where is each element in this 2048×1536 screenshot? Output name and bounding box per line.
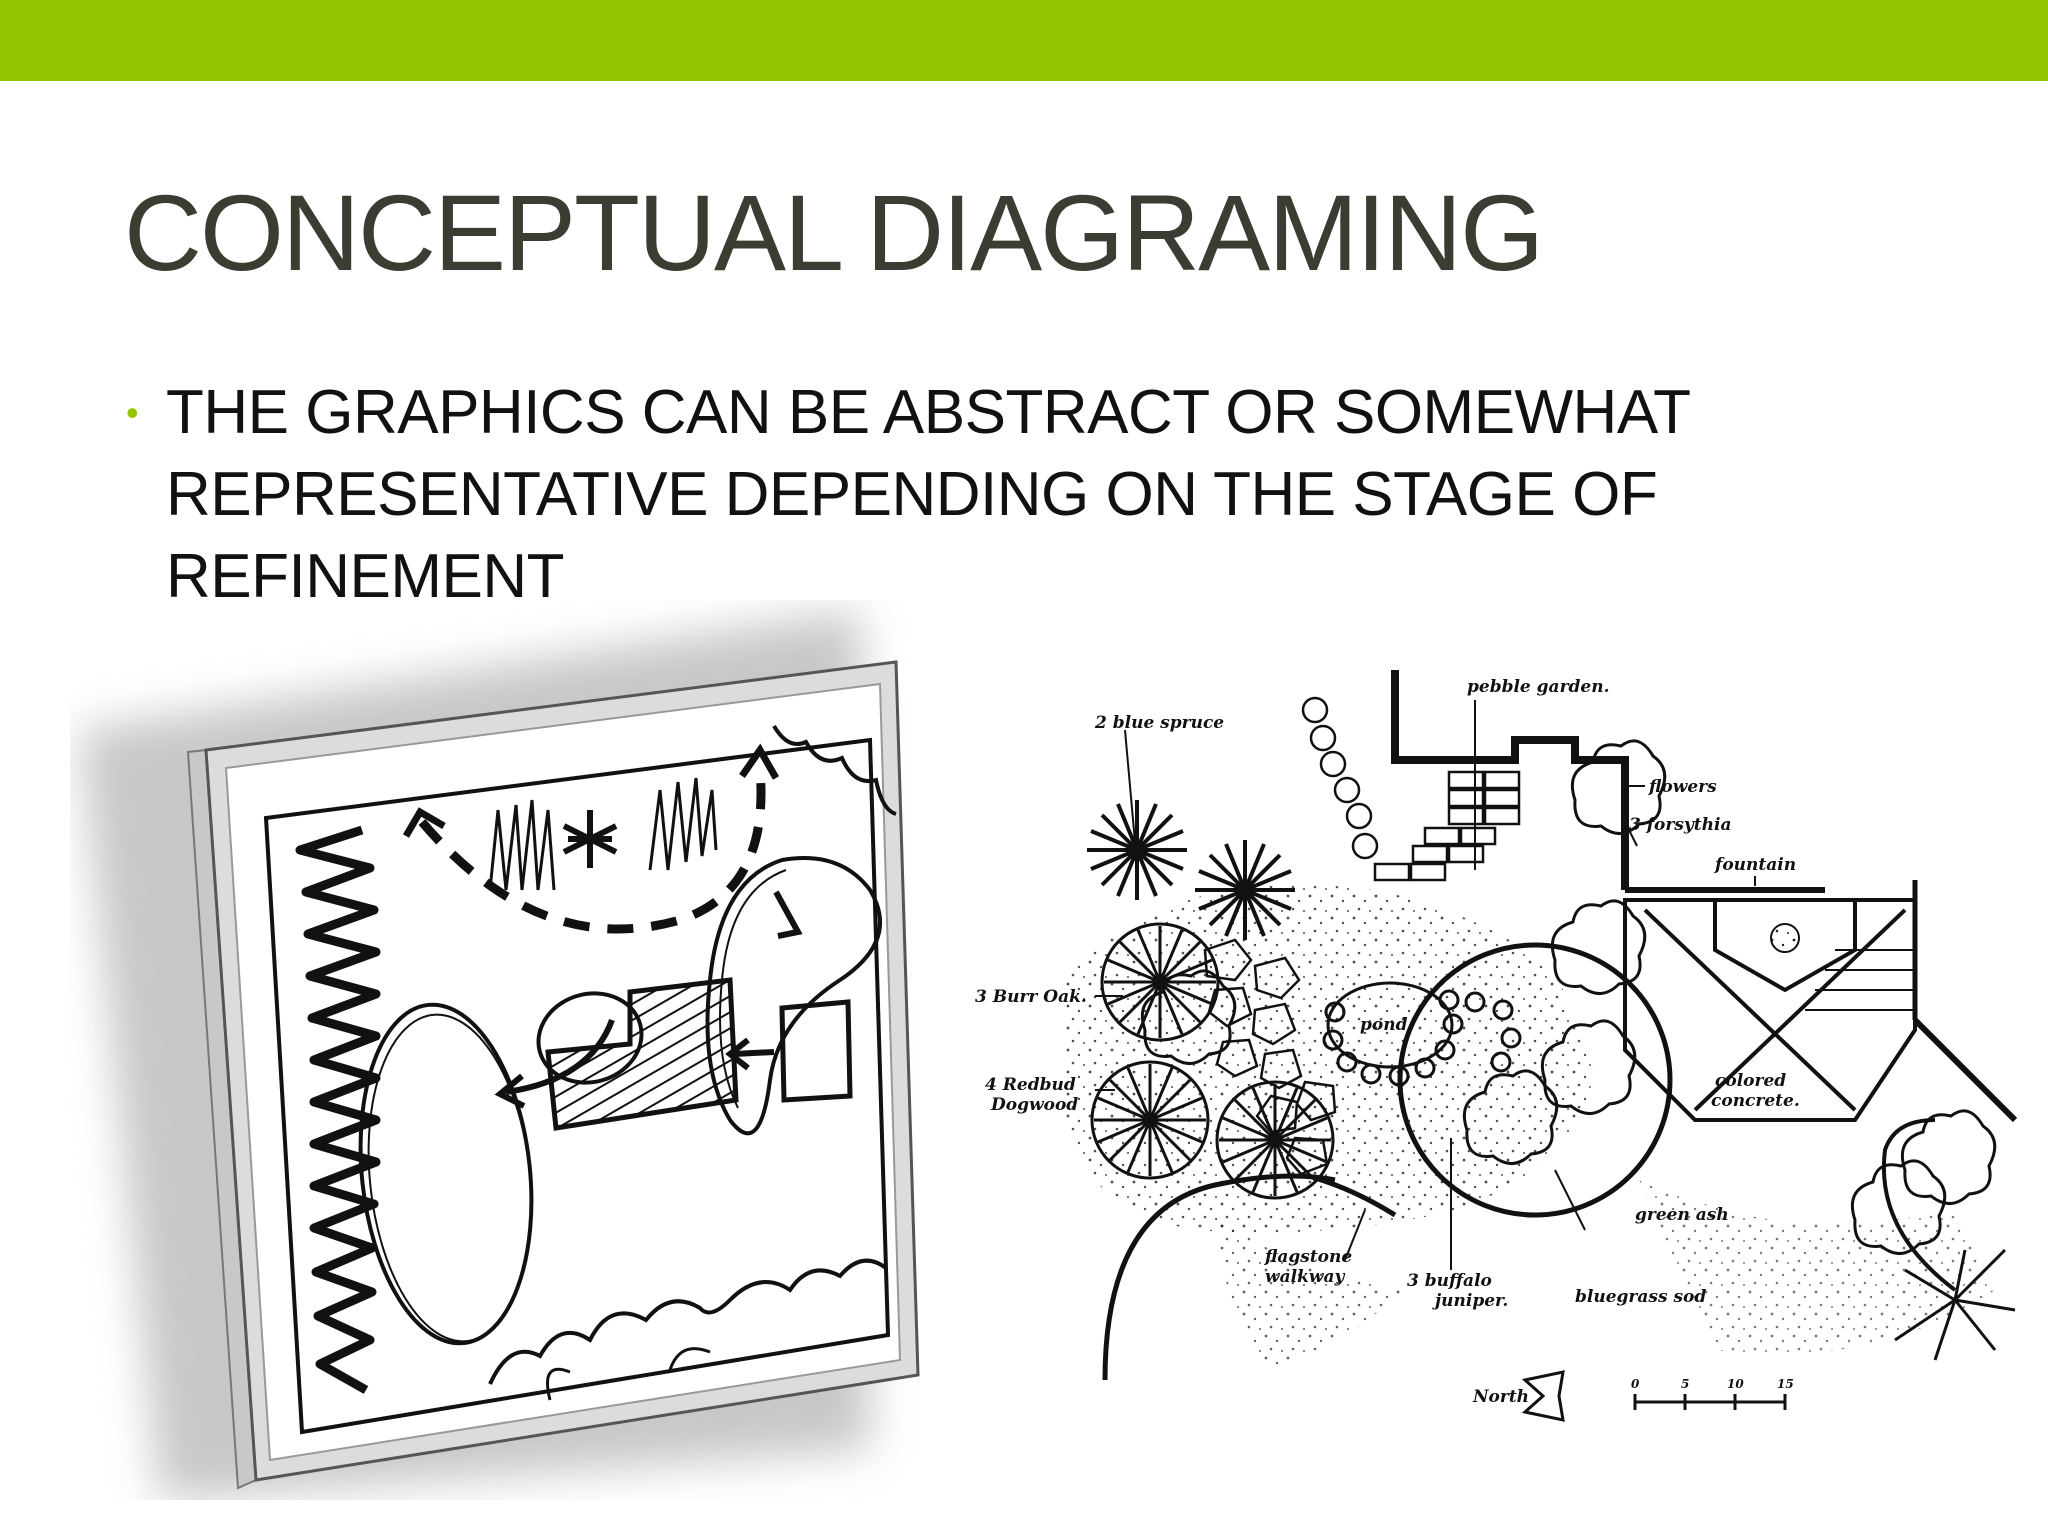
bullet-item: • THE GRAPHICS CAN BE ABSTRACT OR SOMEWH… (124, 372, 1944, 618)
scale-label-5: 5 (1681, 1377, 1689, 1391)
lawn-edge (1102, 1173, 1336, 1381)
burr-oak-icon (1100, 922, 1220, 1042)
kidney-loop (705, 856, 882, 1136)
scale-label-0: 0 (1631, 1377, 1640, 1391)
label-concrete: concrete. (1711, 1091, 1800, 1111)
label-fountain: fountain (1714, 855, 1796, 875)
label-juniper: juniper. (1432, 1291, 1508, 1311)
label-forsythia: 3 forsythia (1629, 815, 1732, 835)
label-blue-spruce: 2 blue spruce (1094, 713, 1224, 733)
label-pebble-garden: pebble garden. (1467, 677, 1610, 697)
label-bluegrass: bluegrass sod (1575, 1287, 1706, 1307)
screen-zigzag (295, 825, 381, 1394)
shrub-scallop-bottom (488, 1258, 888, 1385)
redbud-icon (1090, 1060, 1210, 1180)
label-burr-oak: 3 Burr Oak. (975, 987, 1087, 1007)
label-buffalo: 3 buffalo (1407, 1271, 1492, 1291)
focal-star (562, 810, 618, 868)
blue-spruce-icon (1085, 798, 1189, 902)
bullet-text: THE GRAPHICS CAN BE ABSTRACT OR SOMEWHAT… (166, 378, 1690, 611)
house-wall (1391, 670, 1629, 890)
label-flagstone: flagstone (1264, 1247, 1352, 1267)
green-ash-canopy (1397, 942, 1673, 1218)
colored-concrete-deck (1623, 898, 1917, 1122)
pebble-garden (1373, 770, 1521, 882)
label-walkway: walkway (1265, 1267, 1346, 1287)
top-accent-bar (0, 0, 2048, 81)
label-colored: colored (1715, 1071, 1786, 1091)
branch-tree-icon (1894, 1248, 2016, 1361)
label-flowers: flowers (1648, 777, 1717, 797)
bullet-list: • THE GRAPHICS CAN BE ABSTRACT OR SOMEWH… (124, 372, 1944, 618)
label-pond: pond. (1360, 1015, 1413, 1035)
north-arrow-icon (1521, 1370, 1565, 1422)
fountain (1770, 923, 1800, 953)
bullet-dot: • (126, 392, 139, 433)
pond (1326, 981, 1454, 1069)
landscape-site-plan: pebble garden. 2 blue spruce flowers 3 f… (975, 670, 2018, 1422)
label-redbud: 4 Redbud (985, 1075, 1076, 1095)
grass-tuft-left (488, 799, 556, 891)
label-north: North (1472, 1387, 1529, 1407)
scale-label-10: 10 (1727, 1377, 1744, 1391)
label-green-ash: green ash (1635, 1205, 1729, 1225)
shrub-scallop-top (772, 724, 897, 816)
scale-bar (1633, 1394, 1787, 1410)
scale-label-15: 15 (1777, 1377, 1794, 1391)
drawing-border (263, 737, 891, 1435)
building-hatch (545, 977, 739, 1131)
leader-lines (1095, 700, 1756, 1270)
small-square (779, 999, 853, 1103)
grass-tuft-right (648, 777, 718, 871)
label-dogwood: Dogwood (990, 1095, 1078, 1115)
whiteboard-concept-diagram (80, 610, 920, 1500)
slide-title: CONCEPTUAL DIAGRAMING (124, 172, 1544, 293)
